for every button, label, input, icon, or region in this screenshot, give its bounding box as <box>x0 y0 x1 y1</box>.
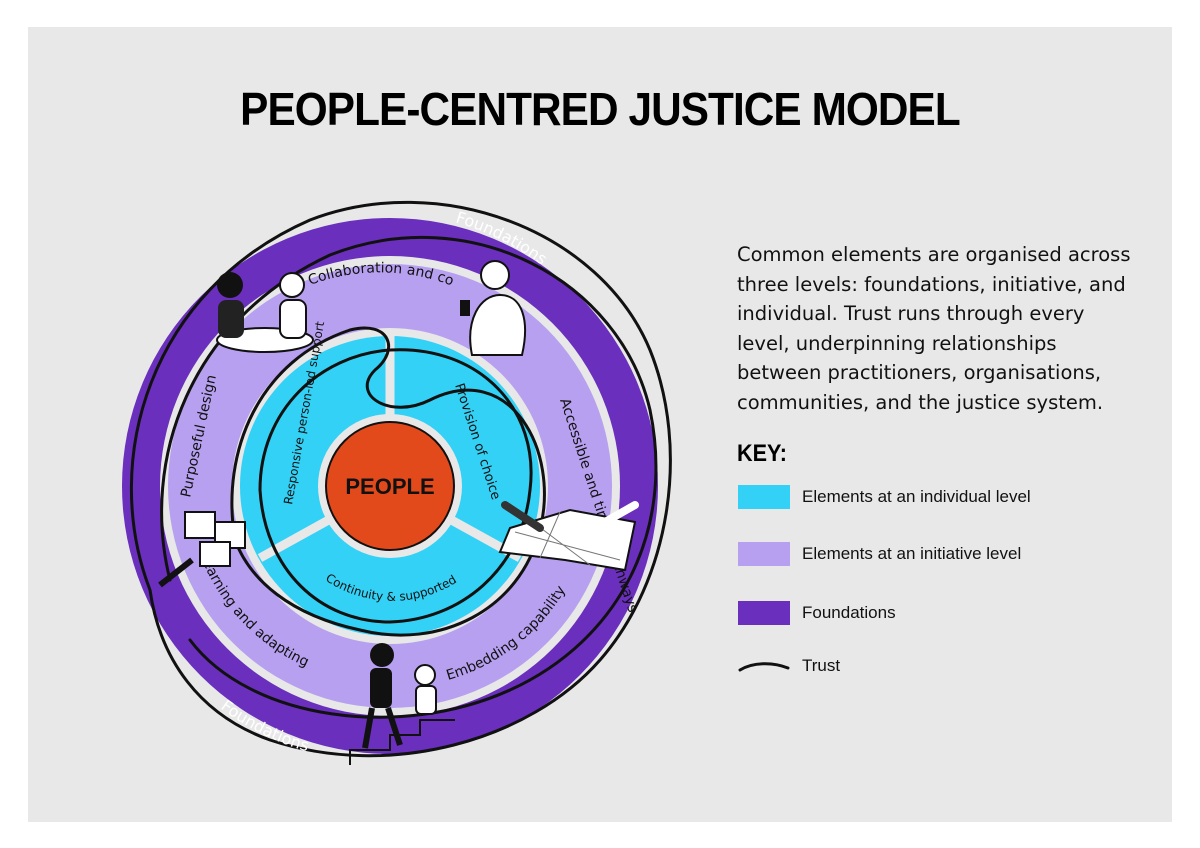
individual-swatch <box>738 485 790 509</box>
page-title: PEOPLE-CENTRED JUSTICE MODEL <box>240 83 961 135</box>
people-circle <box>325 421 455 551</box>
initiative-swatch <box>738 542 790 566</box>
pregnant-woman-illustration <box>460 260 526 356</box>
key-item-individual: Elements at an individual level <box>738 484 1031 510</box>
people-label: PEOPLE <box>345 474 434 499</box>
key-title: KEY: <box>737 440 788 467</box>
map-hands-illustration <box>498 501 639 572</box>
two-people-table-illustration <box>216 272 314 353</box>
foundations-swatch <box>738 601 790 625</box>
key-label-trust: Trust <box>802 656 841 675</box>
justice-model-diagram: PEOPLE Foundations Foundations Collabora… <box>60 160 672 765</box>
key-label-individual: Elements at an individual level <box>802 487 1031 506</box>
puzzle-hands-illustration <box>158 511 246 588</box>
key-item-initiative: Elements at an initiative level <box>738 541 1021 567</box>
key-item-trust: Trust <box>738 653 840 679</box>
trust-line-icon <box>738 662 790 672</box>
key-item-foundations: Foundations <box>738 600 896 626</box>
description-text: Common elements are organised across thr… <box>737 243 1131 414</box>
key-label-foundations: Foundations <box>802 603 896 622</box>
key-label-initiative: Elements at an initiative level <box>802 544 1022 563</box>
adult-child-steps-illustration <box>349 643 455 765</box>
